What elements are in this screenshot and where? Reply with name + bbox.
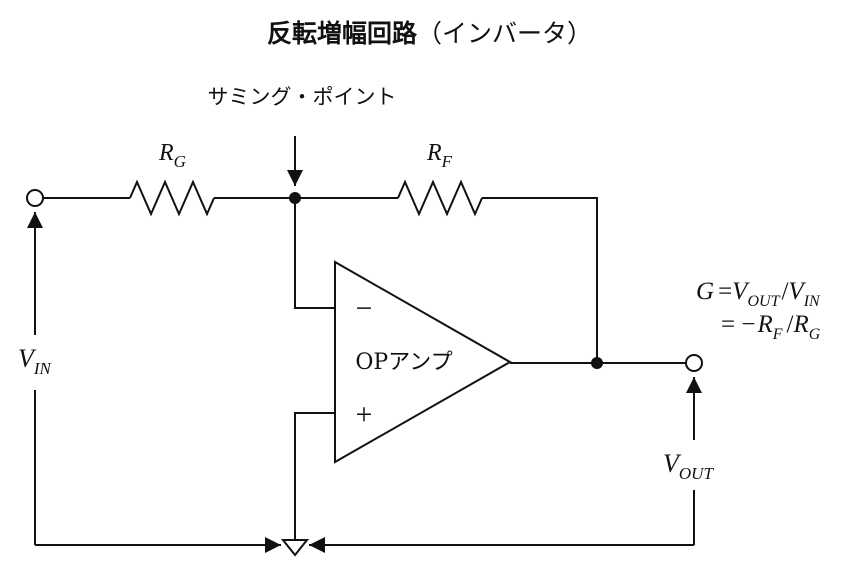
opamp-triangle bbox=[334, 260, 513, 464]
resistor-rf bbox=[397, 179, 483, 217]
opamp-label: OPアンプ bbox=[355, 350, 452, 375]
title-main: 反転増幅回路 bbox=[266, 19, 417, 48]
opamp-plus-sign: + bbox=[356, 398, 373, 431]
title-paren: （インバータ） bbox=[417, 19, 593, 48]
summing-point-label: サミング・ポイント bbox=[208, 85, 397, 109]
opamp-minus-sign: − bbox=[356, 292, 373, 325]
vout-label: VOUT bbox=[663, 449, 714, 483]
rg-label: RG bbox=[158, 140, 186, 171]
output-terminal bbox=[685, 354, 703, 372]
ground-symbol bbox=[280, 539, 310, 557]
output-node-dot bbox=[591, 357, 603, 369]
diagram-title: 反転増幅回路（インバータ） bbox=[0, 14, 859, 50]
wire-feedback bbox=[482, 197, 598, 363]
wire-noninverting bbox=[294, 412, 335, 540]
input-terminal bbox=[26, 189, 44, 207]
rf-label: RF bbox=[426, 140, 453, 171]
gain-formula-line1: G=VOUT/VIN bbox=[696, 278, 821, 310]
vin-label: VIN bbox=[18, 344, 53, 378]
summing-node-dot bbox=[289, 192, 301, 204]
wire-inverting bbox=[294, 198, 335, 309]
gain-formula-line2: = −RF/RG bbox=[721, 311, 821, 343]
resistor-rg bbox=[129, 179, 215, 217]
